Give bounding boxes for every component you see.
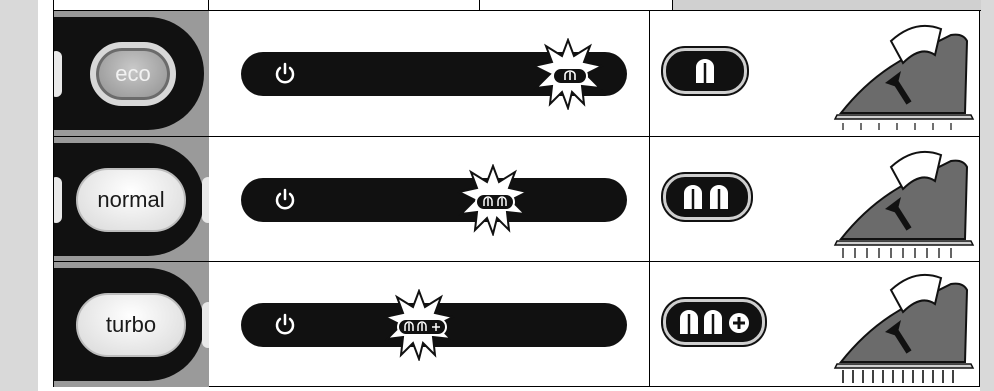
single-steam-icon bbox=[666, 51, 744, 91]
double-steam-plus-icon bbox=[666, 302, 762, 342]
adjacent-button-edge bbox=[54, 177, 62, 223]
control-panel-display bbox=[241, 303, 627, 347]
mode-selector-panel: normal bbox=[54, 137, 209, 262]
table-row: turbo bbox=[54, 261, 979, 387]
double-steam-plus-indicator bbox=[663, 299, 765, 345]
control-panel-display bbox=[241, 52, 627, 96]
steam-mode-table: eco bbox=[53, 10, 980, 387]
mode-selector-panel: turbo bbox=[54, 262, 209, 387]
iron-steam-low-icon bbox=[831, 15, 979, 133]
turbo-mode-button[interactable]: turbo bbox=[76, 293, 186, 357]
display-cell bbox=[209, 11, 650, 136]
display-cell bbox=[209, 262, 650, 387]
mode-selector-cell: normal bbox=[54, 137, 209, 262]
eco-mode-button[interactable]: eco bbox=[90, 42, 176, 106]
normal-mode-button[interactable]: normal bbox=[76, 168, 186, 232]
table-row: eco bbox=[54, 11, 979, 136]
iron-steam-medium-icon bbox=[831, 141, 979, 259]
mode-selector-panel: eco bbox=[54, 11, 209, 136]
power-icon bbox=[273, 62, 297, 86]
table-header-strip bbox=[38, 0, 980, 10]
double-steam-indicator bbox=[663, 174, 751, 220]
iron-steam-high-icon bbox=[831, 266, 979, 384]
power-icon bbox=[273, 188, 297, 212]
mode-button-label: eco bbox=[115, 61, 150, 87]
display-cell bbox=[209, 137, 650, 262]
result-cell bbox=[650, 262, 979, 387]
result-cell bbox=[650, 137, 979, 262]
table-row: normal bbox=[54, 136, 979, 262]
mode-button-label: turbo bbox=[106, 312, 156, 338]
mode-selector-cell: turbo bbox=[54, 262, 209, 387]
double-steam-plus-icon bbox=[397, 318, 447, 336]
result-cell bbox=[650, 11, 979, 136]
left-margin-bar bbox=[0, 0, 38, 391]
adjacent-button-edge bbox=[202, 177, 209, 223]
single-steam-indicator bbox=[663, 48, 747, 94]
mode-button-label: normal bbox=[97, 187, 164, 213]
double-steam-icon bbox=[475, 193, 515, 211]
adjacent-button-edge bbox=[202, 302, 209, 348]
right-margin-bar bbox=[980, 0, 994, 391]
power-icon bbox=[273, 313, 297, 337]
double-steam-icon bbox=[666, 177, 748, 217]
control-panel-display bbox=[241, 178, 627, 222]
adjacent-button-edge bbox=[54, 51, 62, 97]
mode-selector-cell: eco bbox=[54, 11, 209, 136]
single-steam-icon bbox=[552, 67, 588, 85]
